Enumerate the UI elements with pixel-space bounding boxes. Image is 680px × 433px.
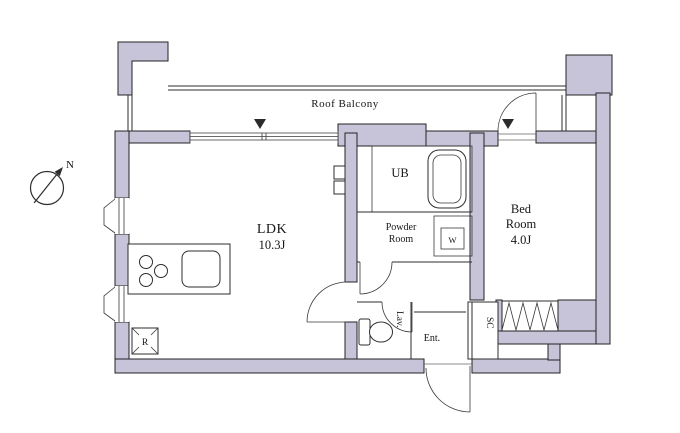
doors <box>306 92 559 413</box>
wall-top-left-pillar <box>117 41 169 96</box>
washer-box <box>440 227 465 250</box>
balcony-top-edge <box>168 85 566 91</box>
windows <box>103 131 536 322</box>
compass-north-label: N <box>66 159 74 171</box>
balcony-edges <box>127 85 567 131</box>
wall-entrance-corner <box>547 343 561 361</box>
fixtures <box>127 165 393 355</box>
wall-left-a <box>114 130 130 199</box>
balcony-right-edge <box>561 95 567 131</box>
wall-ldk-partition-lower <box>344 321 358 360</box>
pipe-duct-1 <box>333 165 346 180</box>
roof-balcony-label: Roof Balcony <box>311 98 378 110</box>
balcony-left-edge <box>127 95 133 131</box>
ldk-window-direction-marker <box>254 119 266 129</box>
wall-left-b <box>114 233 130 287</box>
bedroom-balcony-door-threshold <box>498 133 536 141</box>
entrance-label: Ent. <box>424 333 440 344</box>
partitions <box>357 211 558 365</box>
refrigerator-label: R <box>142 338 149 348</box>
shoe-closet-box <box>467 301 499 360</box>
bedroom-name-line1: Bed <box>511 202 532 216</box>
compass: N <box>29 159 74 206</box>
wet-areas <box>371 145 473 257</box>
wall-top-right-block <box>565 54 613 96</box>
stove-burner-2 <box>139 273 153 287</box>
room-labels: Roof Balcony LDK 10.3J Bed Room 4.0J UB … <box>142 98 537 348</box>
washer-label: W <box>448 235 456 245</box>
left-window2-gap <box>115 286 129 322</box>
wall-closet-stub-right <box>557 299 597 332</box>
bedroom-door-direction-marker <box>502 119 514 129</box>
lavatory-door <box>381 301 413 333</box>
wall-ldk-partition-upper <box>344 132 358 283</box>
markers <box>254 119 514 129</box>
powder-room-label-line1: Powder <box>386 222 417 233</box>
wall-bottom-right <box>471 358 561 374</box>
bedroom-name-line2: Room <box>506 217 537 231</box>
powder-room-label-line2: Room <box>389 234 414 245</box>
left-window1-panes <box>118 198 125 234</box>
compass-arrowhead <box>54 167 63 177</box>
washer-space <box>433 215 473 257</box>
stove-burner-3 <box>154 264 168 278</box>
wall-right <box>595 92 611 345</box>
ldk-door <box>306 281 348 323</box>
ldk-area-label: 10.3J <box>259 238 286 252</box>
wall-bottom-left <box>114 358 425 374</box>
compass-circle <box>29 170 65 206</box>
shoe-closet-label: SC <box>484 317 494 329</box>
pipe-duct-2 <box>333 180 346 195</box>
lavatory-label: Lav. <box>394 311 404 328</box>
toilet-bowl <box>369 321 393 343</box>
bedroom-balcony-door <box>497 92 537 132</box>
left-window1-bay <box>103 198 116 234</box>
bathtub <box>427 149 467 209</box>
ldk-sliding-window <box>189 131 339 143</box>
left-window1-gap <box>115 198 129 234</box>
ldk-name-label: LDK <box>257 222 287 237</box>
left-window2-bay <box>103 286 116 322</box>
wall-bedroom-left <box>469 132 485 301</box>
left-window2-panes <box>118 286 125 322</box>
unit-bath-label: UB <box>391 166 408 180</box>
bathtub-inner-line <box>432 154 462 204</box>
wall-top-bedroom-segment <box>535 130 597 144</box>
entrance-door <box>425 366 471 413</box>
toilet-tank <box>358 318 371 346</box>
powder-room-door <box>359 261 393 295</box>
wall-top-mid-segment <box>425 130 499 147</box>
wall-bedroom-bottom <box>497 330 597 345</box>
kitchen-sink <box>181 250 221 288</box>
compass-needle <box>33 173 58 204</box>
bedroom-closet-bifold-doors <box>501 301 559 332</box>
bedroom-area-label: 4.0J <box>511 233 532 247</box>
refrigerator-label-mask <box>136 332 154 350</box>
stove-burner-1 <box>139 255 153 269</box>
walls <box>114 41 613 374</box>
